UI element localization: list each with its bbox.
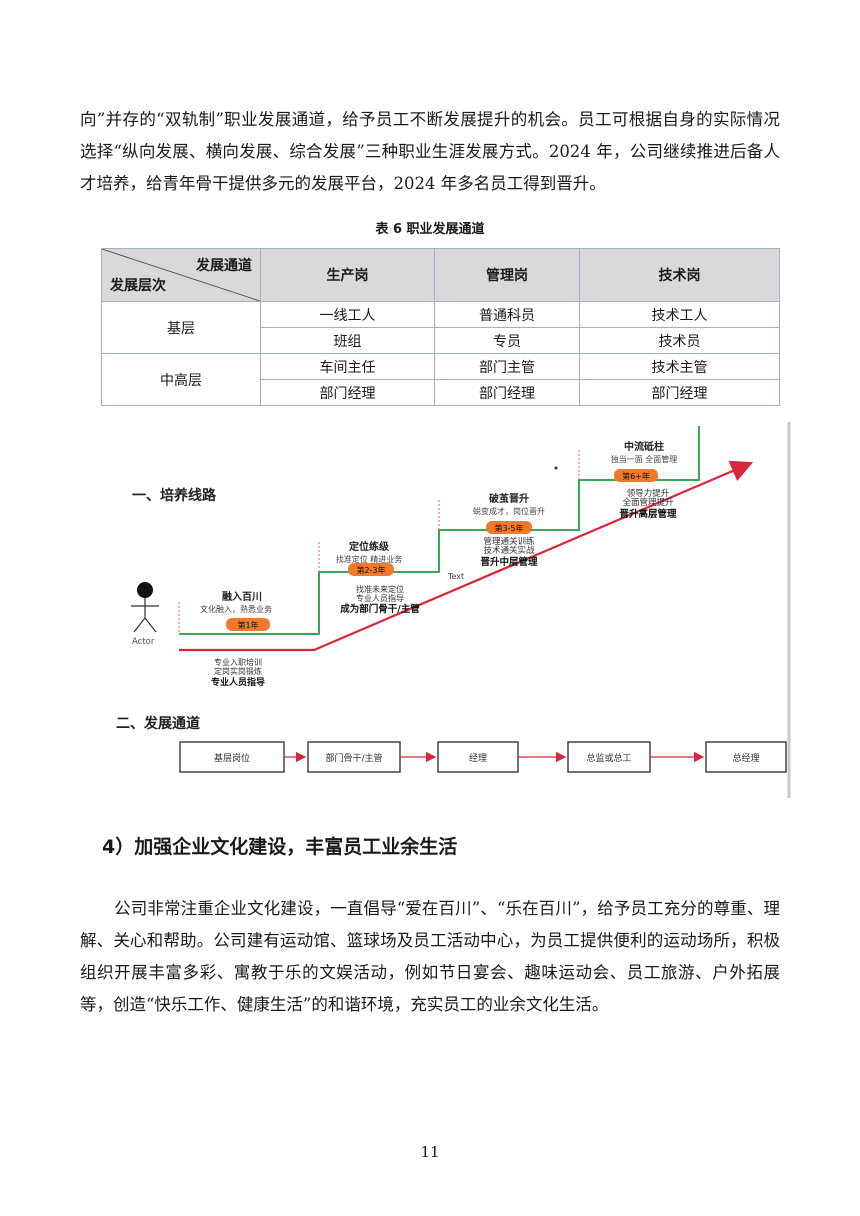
channel-box: [179, 741, 285, 773]
column-header: 生产岗: [260, 248, 435, 302]
table-cell: 一线工人: [260, 301, 435, 328]
stage-badge: [348, 563, 394, 576]
channel-box-label: 经理: [469, 752, 487, 764]
channel-box: [437, 741, 519, 773]
note-bold: 成为部门骨干/主管: [340, 603, 420, 615]
channel-box: [705, 741, 787, 773]
culture-paragraph-text: 公司非常注重企业文化建设，一直倡导“爱在百川”、“乐在百川”，给予员工充分的尊重…: [80, 899, 780, 1014]
stage-badge: [614, 469, 658, 482]
stage-1: 融入百川 文化融入，熟悉业务 第1年: [200, 590, 272, 631]
note-line: 管理通关训练: [483, 536, 535, 547]
table-row: 中高层 车间主任 部门主管 技术主管: [101, 353, 780, 406]
stage-badge-label: 第1年: [237, 620, 258, 630]
note-line: 找准未来定位: [356, 584, 404, 594]
table-cell: 车间主任: [260, 353, 435, 380]
stage-subtitle: 文化融入，熟悉业务: [200, 604, 272, 614]
table-row: 基层 一线工人 普通科员 技术工人: [101, 301, 780, 354]
table-cell: 技术员: [579, 327, 780, 354]
actor-figure: [131, 582, 159, 633]
note-bold: 晋升高层管理: [619, 508, 677, 520]
stage-3: 破茧晋升 蜕变成才，岗位晋升 第3-5年: [473, 492, 545, 534]
channel-box-label: 基层岗位: [214, 752, 250, 764]
section1-title: 一、培养线路: [132, 487, 217, 504]
level-cell: 基层: [101, 301, 261, 354]
header-level-label: 发展层次: [110, 278, 166, 294]
channel-flow: 基层岗位 部门骨干/主管 经理 总监或总工 总经理: [179, 741, 787, 773]
stage-title: 融入百川: [222, 590, 262, 603]
note-line: 全面管理提升: [622, 497, 674, 508]
stage-note-3: 管理通关训练 技术通关实战 晋升中层管理: [480, 536, 538, 568]
channel-box-label: 总监或总工: [586, 752, 631, 764]
table-cell: 技术主管: [579, 353, 780, 380]
stage-note-1: 专业入职培训 定岗实岗锻炼 专业人员指导: [211, 657, 265, 688]
note-line: 专业入职培训: [214, 657, 262, 667]
stage-badge: [226, 618, 270, 631]
note-line: 专业人员指导: [356, 593, 404, 603]
note-line: 定岗实岗锻炼: [214, 666, 262, 676]
stage-badge-label: 第2-3年: [356, 565, 385, 575]
growth-arrow: [179, 460, 754, 652]
stage-badge-label: 第3-5年: [494, 523, 523, 533]
text-label: Text: [447, 572, 464, 581]
column-header: 管理岗: [434, 248, 580, 302]
stage-title: 定位练级: [349, 540, 390, 553]
table-cell: 部门经理: [579, 379, 780, 406]
table-cell: 班组: [260, 327, 435, 354]
note-line: 技术通关实战: [483, 545, 535, 556]
table-caption: 表 6 职业发展通道: [375, 222, 485, 237]
section-heading: 4）加强企业文化建设，丰富员工业余生活: [102, 836, 458, 858]
table-row: 部门经理 部门经理 部门经理: [102, 379, 780, 406]
career-table: 发展通道 发展层次 生产岗 管理岗 技术岗 基层 一线工人 普通科员 技术工人 …: [101, 248, 780, 406]
intro-paragraph: 向”并存的“双轨制”职业发展通道，给予员工不断发展提升的机会。员工可根据自身的实…: [80, 110, 780, 193]
stage-4: 中流砥柱 独当一面 全面管理 第6+年: [611, 440, 678, 482]
table-diagonal-header: 发展通道 发展层次: [101, 248, 261, 302]
table-cell: 部门经理: [260, 379, 435, 406]
table-cell: 技术工人: [579, 301, 780, 328]
stage-note-2: 找准未来定位 专业人员指导 成为部门骨干/主管: [340, 584, 420, 615]
stage-dividers: [178, 450, 580, 634]
stage-subtitle: 找准定位 精进业务: [336, 554, 403, 564]
page-number: 11: [420, 1143, 440, 1161]
level-cell: 中高层: [101, 353, 261, 406]
stage-subtitle: 独当一面 全面管理: [611, 454, 678, 464]
note-bold: 专业人员指导: [211, 676, 265, 688]
table-cell: 专员: [434, 327, 580, 354]
note-bold: 晋升中层管理: [480, 556, 538, 568]
channel-box: [567, 741, 651, 773]
note-line: 领导力提升: [627, 488, 670, 499]
stage-title: 破茧晋升: [489, 492, 529, 505]
career-path-diagram: 一、培养线路 二、发展通道 Actor 融入百川 文化融入，熟悉业务 第1年 定…: [114, 422, 792, 798]
table-cell: 普通科员: [434, 301, 580, 328]
stage-subtitle: 蜕变成才，岗位晋升: [473, 506, 545, 516]
table-cell: 部门经理: [434, 379, 580, 406]
section2-title: 二、发展通道: [116, 715, 200, 732]
channel-box-label: 部门骨干/主管: [325, 752, 382, 764]
stage-2: 定位练级 找准定位 精进业务 第2-3年: [336, 540, 403, 576]
stage-badge: [486, 521, 532, 534]
culture-paragraph: 公司非常注重企业文化建设，一直倡导“爱在百川”、“乐在百川”，给予员工充分的尊重…: [80, 893, 780, 1021]
column-header: 技术岗: [579, 248, 780, 302]
stage-title: 中流砥柱: [624, 440, 664, 453]
header-channel-label: 发展通道: [196, 258, 252, 274]
stage-note-4: 领导力提升 全面管理提升 晋升高层管理: [619, 488, 677, 520]
channel-box-label: 总经理: [732, 752, 759, 764]
stage-badge-label: 第6+年: [622, 471, 650, 481]
actor-label: Actor: [132, 637, 155, 647]
table-cell: 部门主管: [434, 353, 580, 380]
table-header-row: 发展通道 发展层次 生产岗 管理岗 技术岗: [101, 248, 780, 302]
